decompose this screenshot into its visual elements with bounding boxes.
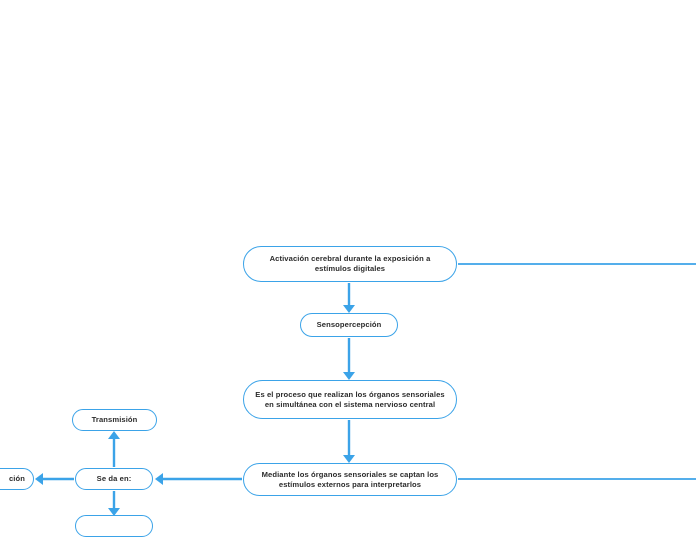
node-label: ción — [8, 474, 25, 484]
node-activacion-cerebral[interactable]: Activación cerebral durante la exposició… — [243, 246, 457, 282]
edge-mediante-to-se-da-en — [155, 473, 242, 485]
node-transmision[interactable]: Transmisión — [72, 409, 157, 431]
node-label: Transmisión — [91, 415, 138, 425]
node-sensopercepcion[interactable]: Sensopercepción — [300, 313, 398, 337]
node-mediante-organos-sensoriales[interactable]: Mediante los órganos sensoriales se capt… — [243, 463, 457, 496]
edge-sensopercepcion-to-proceso — [343, 338, 355, 380]
node-se-da-en[interactable]: Se da en: — [75, 468, 153, 490]
node-left-clipped[interactable]: ción — [0, 468, 34, 490]
node-label: Activación cerebral durante la exposició… — [269, 254, 431, 273]
node-definicion-proceso[interactable]: Es el proceso que realizan los órganos s… — [243, 380, 457, 419]
node-label: Se da en: — [96, 474, 132, 484]
node-label: Es el proceso que realizan los órganos s… — [255, 389, 445, 409]
diagram-canvas: Activación cerebral durante la exposició… — [0, 246, 696, 537]
edge-se-da-en-to-bottom-clipped — [108, 491, 120, 516]
node-label: Sensopercepción — [316, 320, 382, 330]
node-bottom-clipped[interactable] — [75, 515, 153, 537]
edge-activacion-to-sensopercepcion — [343, 283, 355, 313]
edge-se-da-en-to-transmision — [108, 431, 120, 467]
edge-proceso-to-mediante — [343, 420, 355, 463]
edge-se-da-en-to-left-clipped — [35, 473, 74, 485]
node-label: Mediante los órganos sensoriales se capt… — [261, 469, 439, 489]
